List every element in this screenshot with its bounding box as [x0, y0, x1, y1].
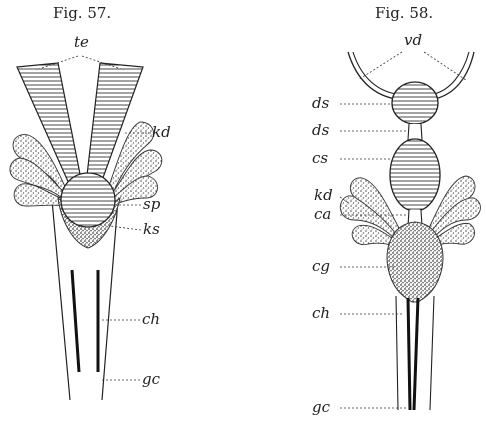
fig58-ch-rod-right — [414, 298, 418, 410]
fig58-label-ca: ca — [314, 205, 331, 223]
fig58-label-cg: cg — [312, 257, 330, 275]
fig58-label-cs: cs — [312, 149, 328, 167]
fig58-label-ch: ch — [312, 304, 330, 322]
fig58-neck-upper — [408, 124, 422, 140]
fig58-label-ds-upper: ds — [312, 94, 330, 112]
fig57-label-gc: gc — [142, 370, 161, 388]
fig58-cs-body — [390, 139, 440, 211]
fig57-ch-rod-left — [72, 270, 79, 372]
fig57-title: Fig. 57. — [53, 4, 111, 22]
fig58-ds-sphere — [392, 82, 438, 124]
fig58-label-kd: kd — [314, 186, 333, 204]
fig58-label-ds-lower: ds — [312, 121, 330, 139]
fig58-title: Fig. 58. — [375, 4, 433, 22]
fig57-label-ks: ks — [143, 220, 160, 238]
fig58-label-vd: vd — [404, 31, 422, 49]
fig58-drawing — [340, 52, 480, 410]
fig57-label-sp: sp — [143, 195, 161, 213]
fig57-label-kd: kd — [152, 123, 171, 141]
fig57-label-ch: ch — [142, 310, 160, 328]
fig58-ch-rod-left — [408, 298, 410, 410]
fig58-label-gc: gc — [312, 398, 331, 416]
fig57-sp-sphere — [61, 173, 115, 227]
fig58-cg-body — [387, 222, 443, 302]
fig57-label-te: te — [74, 33, 89, 51]
fig57-drawing — [10, 56, 162, 400]
